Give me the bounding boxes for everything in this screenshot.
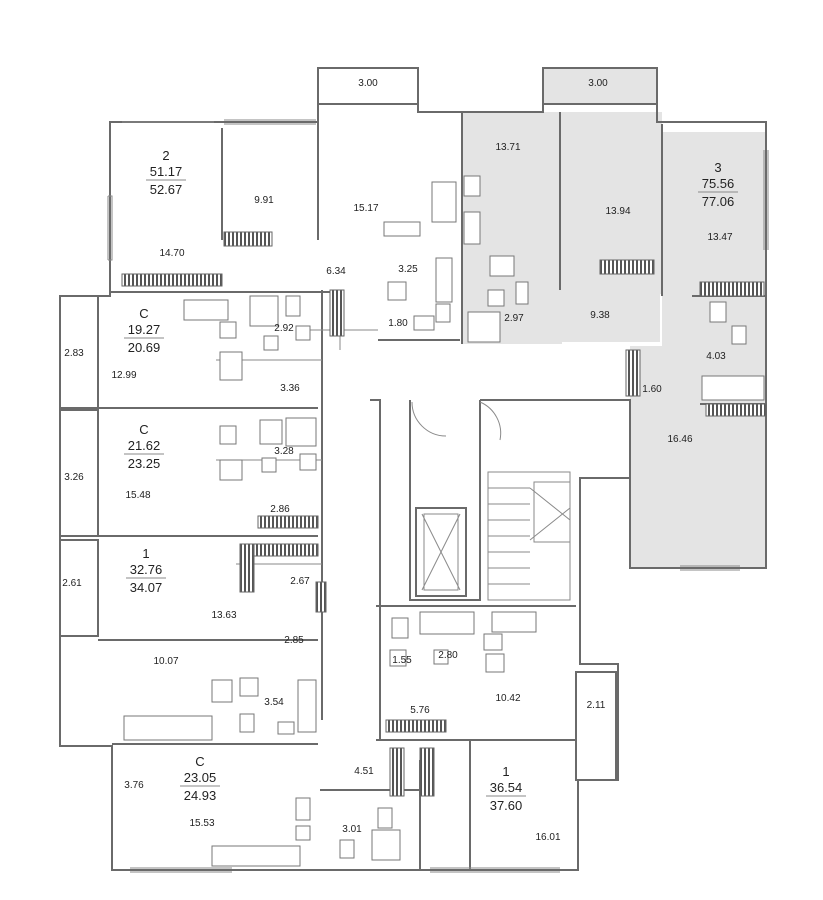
room-area: 13.71: [495, 142, 520, 153]
room-area: 9.38: [590, 310, 610, 321]
apartment-type: 2: [162, 148, 169, 163]
apartment-total-area: 34.07: [130, 580, 163, 595]
room-area: 3.76: [124, 780, 144, 791]
room-area: 14.70: [159, 248, 184, 259]
apartment-total-area: 77.06: [702, 194, 735, 209]
room-area: 12.99: [111, 370, 136, 381]
apartment-label: С 23.05 24.93: [180, 754, 220, 803]
room-area: 1.60: [642, 384, 662, 395]
room-area: 3.01: [342, 824, 362, 835]
windows: [107, 119, 769, 873]
room-area: 13.94: [605, 206, 630, 217]
apartment-total-area: 37.60: [490, 798, 523, 813]
room-area: 15.17: [353, 203, 378, 214]
room-area: 9.91: [254, 195, 274, 206]
room-area: 3.36: [280, 383, 300, 394]
room-area: 2.67: [290, 576, 310, 587]
apartment-label: С 21.62 23.25: [124, 422, 164, 471]
room-area: 2.85: [284, 635, 304, 646]
apartment-type: С: [139, 422, 148, 437]
apartment-type: 3: [714, 160, 721, 175]
apartment-type: 1: [502, 764, 509, 779]
room-area: 10.07: [153, 656, 178, 667]
apartment-living-area: 23.05: [184, 770, 217, 785]
room-area: 10.42: [495, 693, 520, 704]
room-area: 2.83: [64, 348, 84, 359]
apartment-label: 3 75.56 77.06: [698, 160, 738, 209]
apartment-living-area: 32.76: [130, 562, 163, 577]
room-area: 3.26: [64, 472, 84, 483]
room-area: 2.92: [274, 323, 294, 334]
apartment-type: С: [195, 754, 204, 769]
room-area-labels: 3.00 3.00 13.71 13.94 13.47 14.70 9.91 1…: [62, 78, 733, 843]
room-area: 15.53: [189, 818, 214, 829]
core: [411, 401, 571, 601]
balconies: [59, 67, 658, 781]
apartment-label: 1 36.54 37.60: [486, 764, 526, 813]
room-area: 6.34: [326, 266, 346, 277]
room-area: 3.54: [264, 697, 284, 708]
room-area: 16.01: [535, 832, 560, 843]
apartment-type: 1: [142, 546, 149, 561]
room-area: 3.28: [274, 446, 294, 457]
apartment-total-area: 20.69: [128, 340, 161, 355]
apartment-type: С: [139, 306, 148, 321]
room-area: 1.80: [388, 318, 408, 329]
room-area: 1.55: [392, 655, 412, 666]
fixtures: [123, 175, 765, 867]
apartment-label: 1 32.76 34.07: [126, 546, 166, 595]
apartment-living-area: 19.27: [128, 322, 161, 337]
room-area: 16.46: [667, 434, 692, 445]
apartment-labels: 2 51.17 52.67 3 75.56 77.06 С 19.27 20.6…: [124, 148, 738, 813]
room-area: 2.97: [504, 313, 524, 324]
apartment-total-area: 24.93: [184, 788, 217, 803]
room-area: 13.47: [707, 232, 732, 243]
storage-hatches: [121, 231, 767, 797]
apartment-3-shading: [462, 112, 766, 568]
room-area: 4.51: [354, 766, 374, 777]
room-area: 3.00: [358, 78, 378, 89]
room-area: 15.48: [125, 490, 150, 501]
room-area: 2.86: [270, 504, 290, 515]
room-area: 2.61: [62, 578, 82, 589]
room-area: 13.63: [211, 610, 236, 621]
room-area: 3.25: [398, 264, 418, 275]
room-area: 4.03: [706, 351, 726, 362]
room-area: 2.11: [587, 700, 606, 711]
apartment-total-area: 23.25: [128, 456, 161, 471]
room-area: 2.80: [438, 650, 458, 661]
apartment-living-area: 36.54: [490, 780, 523, 795]
apartment-living-area: 21.62: [128, 438, 161, 453]
room-area: 3.00: [588, 78, 608, 89]
room-area: 5.76: [410, 705, 430, 716]
apartment-label: 2 51.17 52.67: [146, 148, 186, 197]
apartment-label: С 19.27 20.69: [124, 306, 164, 355]
apartment-living-area: 51.17: [150, 164, 183, 179]
apartment-living-area: 75.56: [702, 176, 735, 191]
apartment-total-area: 52.67: [150, 182, 183, 197]
